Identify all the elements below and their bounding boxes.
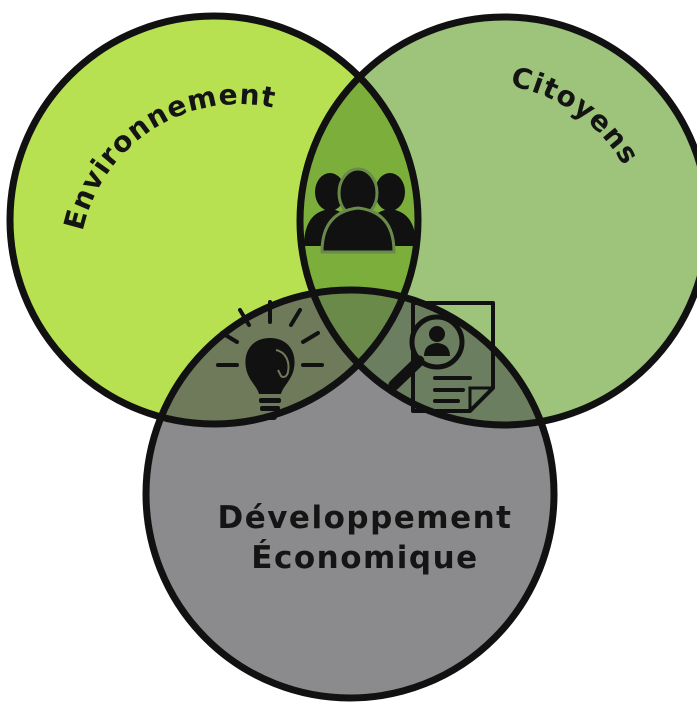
label-developpement-line2: Économique — [251, 540, 478, 576]
people-group-icon — [304, 167, 416, 254]
profile-search-document-icon — [388, 301, 495, 413]
circle-outlines — [6, 12, 697, 702]
outline-developpement — [142, 286, 558, 702]
label-developpement-line1: Développement — [217, 500, 512, 536]
outline-environnement — [6, 12, 422, 428]
lightbulb-idea-icon — [216, 300, 324, 420]
overlap-environnement-developpement — [146, 290, 418, 424]
outline-citoyens — [296, 13, 697, 429]
